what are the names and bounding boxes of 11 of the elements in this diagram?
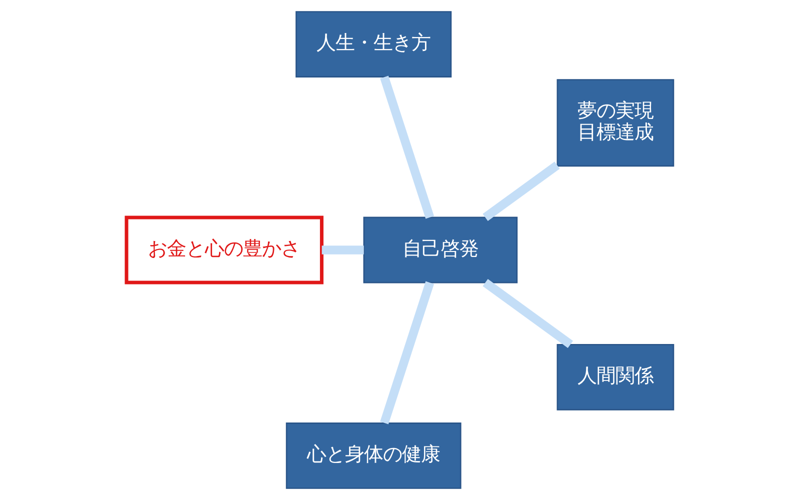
node-box: 夢の実現 目標達成	[556, 79, 674, 167]
node-box: お金と心の豊かさ	[124, 216, 324, 284]
connector	[482, 279, 573, 348]
node-box: 人生・生き方	[296, 11, 452, 78]
connector	[482, 162, 560, 221]
connector	[380, 76, 434, 219]
node-box: 自己啓発	[363, 216, 518, 284]
node-box: 心と身体の健康	[286, 422, 462, 489]
connector	[380, 281, 434, 424]
connector	[322, 246, 364, 254]
node-box: 人間関係	[556, 344, 674, 410]
